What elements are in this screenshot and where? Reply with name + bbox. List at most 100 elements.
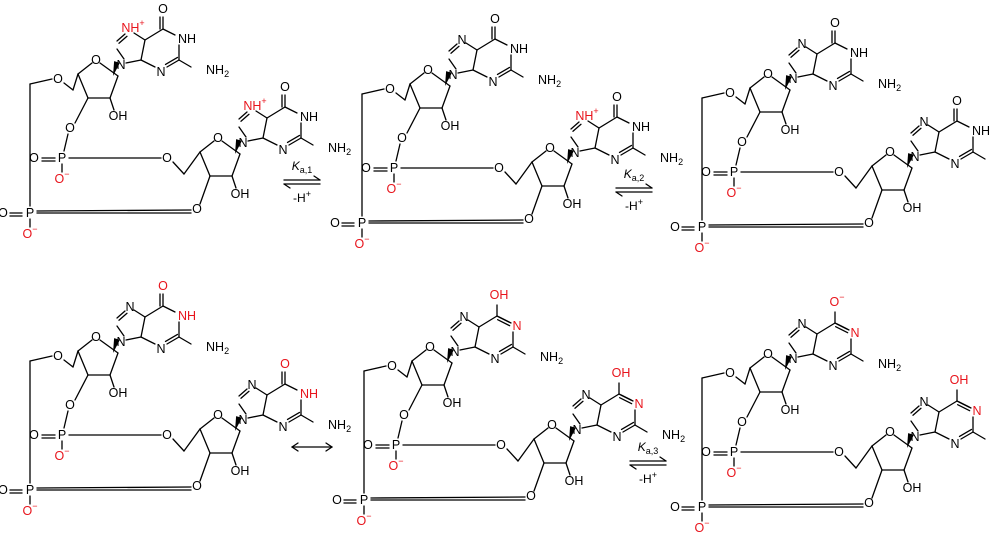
bond [199, 417, 215, 430]
N7-label: N [457, 33, 466, 47]
double-bond [836, 70, 851, 80]
bond [749, 367, 761, 393]
double-bond [164, 333, 179, 343]
resonance-arrow-head-left [291, 442, 299, 448]
bond [72, 73, 79, 91]
bond [441, 85, 451, 109]
wedge-bond [235, 139, 242, 154]
bond [448, 58, 457, 70]
ring-O-label: O [885, 425, 895, 439]
rate-constant-label: Ka,1 [292, 159, 313, 175]
bond [467, 319, 480, 328]
OH-label: OH [563, 197, 582, 211]
bond [238, 388, 248, 397]
bond [634, 424, 648, 433]
P2-label: P [358, 216, 366, 230]
ring-O-label: O [423, 63, 433, 77]
O6-label: O [830, 16, 840, 30]
proton-loss-label: -H+ [293, 189, 311, 205]
bond [247, 414, 264, 419]
bond [600, 393, 620, 406]
double-bond [118, 35, 128, 44]
bond [63, 133, 69, 152]
N1-label: N [850, 326, 859, 340]
bond [72, 350, 79, 368]
bond [735, 427, 741, 446]
wedge-bond [235, 416, 242, 431]
bond [443, 362, 453, 386]
bond [871, 154, 887, 167]
N7-label: N [581, 388, 590, 402]
N9-label: N [448, 68, 457, 82]
P1-O-label: O [29, 428, 39, 442]
O3-label-a: O [397, 131, 407, 145]
N9-label: N [116, 58, 125, 72]
equilibrium-arrow-ka2: Ka,2-H+ [615, 167, 653, 213]
N1-label: N [972, 404, 981, 418]
N3-label: N [828, 359, 837, 373]
O6-minus-label: O− [830, 292, 845, 309]
wedge-bond [445, 71, 452, 86]
bond [472, 49, 478, 71]
bond [29, 355, 53, 362]
bond [903, 167, 913, 191]
N3-label: N [610, 153, 619, 167]
bond [555, 427, 575, 442]
bond [500, 346, 514, 355]
bond [474, 346, 490, 355]
bond [77, 73, 89, 99]
wedge-bond [785, 355, 792, 370]
bond [450, 320, 460, 329]
bond [570, 121, 580, 130]
N2-amino-label: NH2 [328, 141, 351, 157]
resonance-arrow-head-right [325, 442, 333, 448]
bond [919, 431, 936, 436]
forward-arrow-head [659, 456, 667, 462]
rate-constant-label: Ka,2 [624, 167, 645, 183]
bond [29, 78, 53, 85]
ring-O-label: O [213, 408, 223, 422]
bond [735, 376, 746, 385]
P1-label: P [392, 438, 400, 452]
bond [443, 384, 449, 398]
N9-label: N [788, 72, 797, 86]
double-bond [452, 322, 462, 331]
bond [812, 73, 828, 82]
bond [934, 151, 950, 160]
bond [632, 147, 646, 156]
bond [36, 486, 192, 489]
O5-label-a: O [53, 72, 63, 86]
bond [74, 97, 89, 124]
bond [855, 165, 873, 189]
bond [116, 33, 126, 42]
bond [231, 430, 241, 454]
bond [844, 175, 857, 189]
N1-H-label: NH [300, 110, 318, 124]
bond [288, 137, 302, 146]
O3-label-b: O [864, 216, 874, 230]
bond [871, 445, 883, 471]
bond [972, 151, 986, 160]
bond [533, 427, 549, 440]
ring-O-label: O [91, 53, 101, 67]
O5-label-a: O [725, 86, 735, 100]
double-bond [240, 113, 250, 122]
P1-label: P [730, 445, 738, 459]
N3-label: N [950, 157, 959, 171]
bond [938, 120, 958, 133]
bond [199, 175, 211, 205]
double-bond [572, 123, 582, 132]
bond [910, 405, 920, 414]
bond [701, 92, 725, 99]
N3-label: N [612, 430, 621, 444]
bond [788, 62, 797, 74]
bond [596, 424, 612, 433]
N7-H-plus-label: NH+ [121, 18, 144, 35]
bond [589, 397, 602, 406]
bond [910, 140, 919, 152]
double-bond [286, 134, 301, 144]
P1-O-label: O [361, 161, 371, 175]
